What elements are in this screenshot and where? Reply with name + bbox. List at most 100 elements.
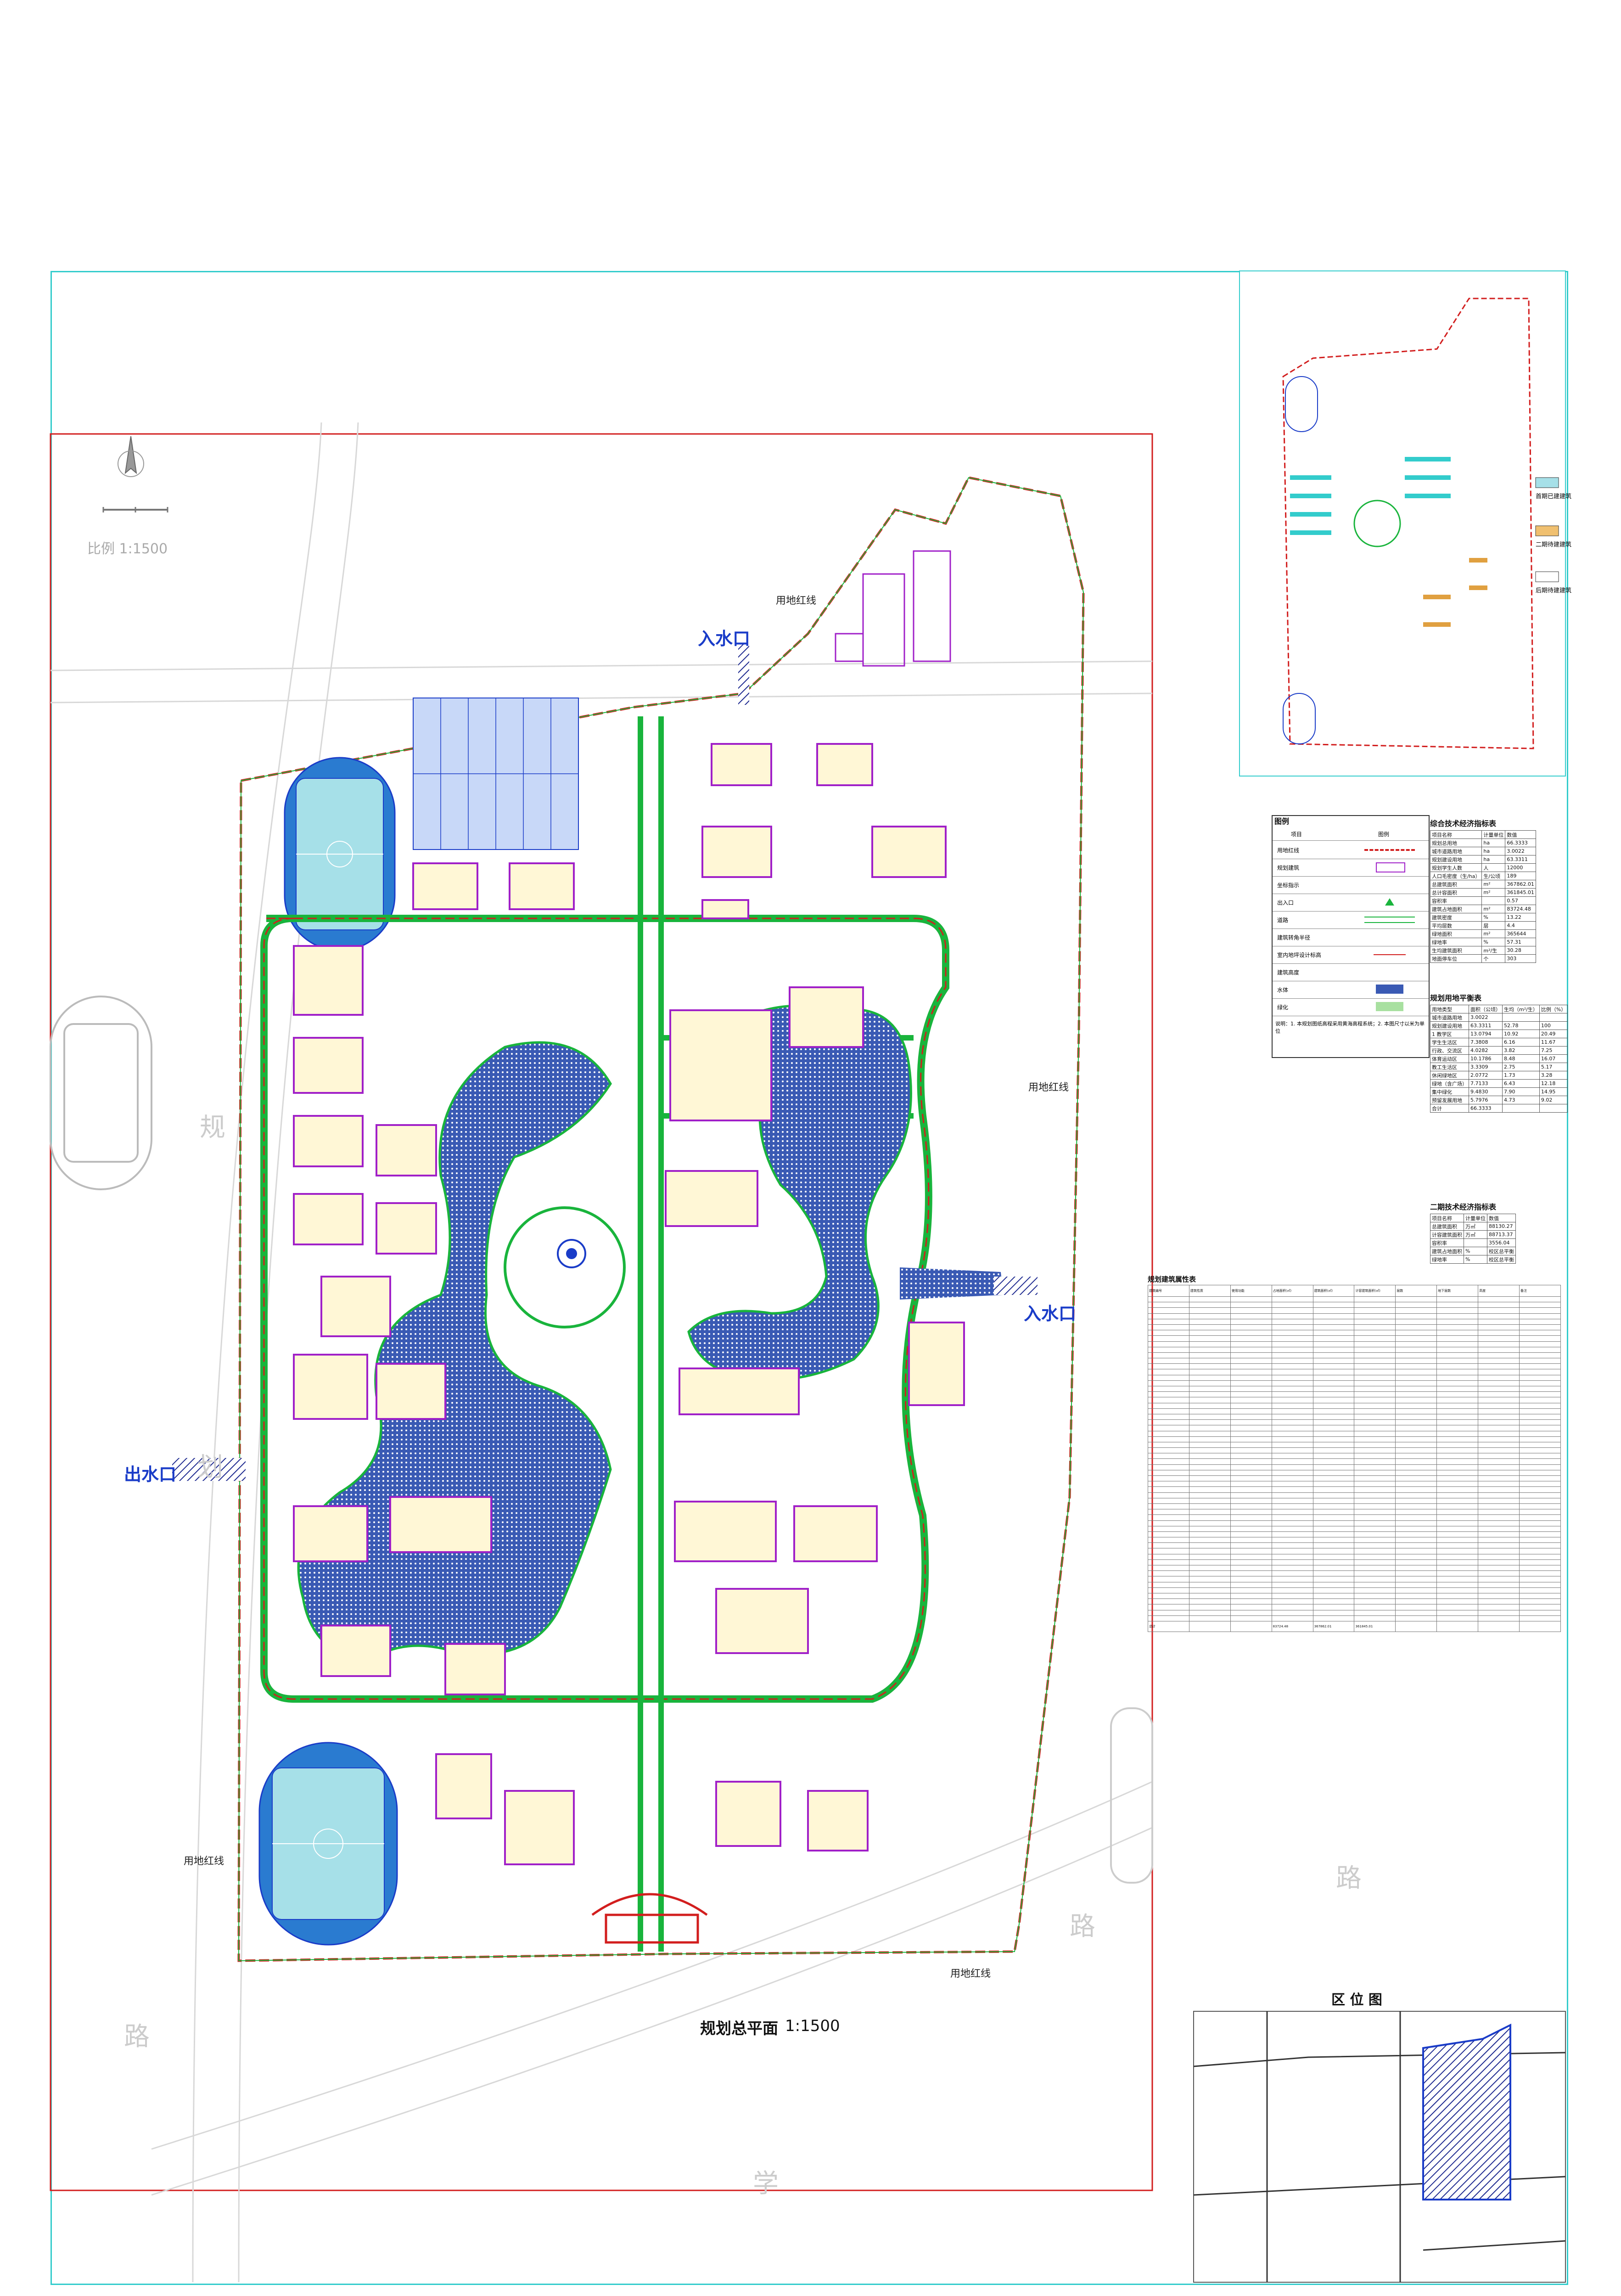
- table-cell: [1148, 1430, 1189, 1437]
- table-cell: [1354, 1481, 1396, 1487]
- table-cell: [1436, 1425, 1479, 1431]
- table-cell: [1313, 1458, 1355, 1465]
- table-cell: [1271, 1581, 1313, 1588]
- table-cell: [1519, 1391, 1561, 1398]
- table-cell: 计量单位: [1464, 1214, 1487, 1222]
- table-cell: [1230, 1363, 1272, 1370]
- legend-row: 用地红线: [1273, 841, 1429, 859]
- table-cell: [1478, 1369, 1520, 1375]
- table-cell: [1436, 1537, 1479, 1543]
- table-row: [1148, 1430, 1561, 1437]
- table-cell: 30.28: [1505, 946, 1536, 955]
- main-gate: [591, 1893, 708, 1944]
- table-cell: [1189, 1469, 1231, 1476]
- table-cell: 万㎡: [1464, 1222, 1487, 1231]
- table-cell: [1148, 1313, 1189, 1319]
- water-out-marker-left: [172, 1458, 246, 1481]
- table-row: [1148, 1363, 1561, 1370]
- table-cell: [1519, 1514, 1561, 1521]
- legend-row-label: 建筑转角半径: [1277, 934, 1311, 941]
- table-cell: 0.57: [1505, 896, 1536, 905]
- table-cell: 总计容面积: [1430, 888, 1482, 897]
- table-cell: 容积率: [1430, 1238, 1464, 1247]
- table-cell: 绿地率: [1430, 1255, 1464, 1264]
- table-cell: [1395, 1352, 1437, 1359]
- table-cell: [1230, 1391, 1272, 1398]
- table-cell: m²: [1481, 888, 1506, 897]
- table-cell: 校区总平衡: [1487, 1247, 1516, 1255]
- table-cell: 13.0794: [1469, 1030, 1503, 1038]
- table-cell: [1519, 1576, 1561, 1582]
- table-cell: [1148, 1369, 1189, 1375]
- table-cell: [1354, 1425, 1396, 1431]
- table-cell: [1271, 1497, 1313, 1504]
- table-cell: [1519, 1358, 1561, 1364]
- table-cell: [1271, 1330, 1313, 1336]
- table-row: [1148, 1330, 1561, 1336]
- legend-head-item: 图例: [1378, 831, 1390, 838]
- table-cell: [1436, 1486, 1479, 1493]
- table-cell: [1148, 1553, 1189, 1560]
- table-cell: [1313, 1447, 1355, 1454]
- table-cell: 57.31: [1505, 938, 1536, 946]
- table-cell: [1313, 1441, 1355, 1448]
- table-cell: [1354, 1475, 1396, 1482]
- table-cell: [1230, 1576, 1272, 1582]
- table-cell: [1189, 1537, 1231, 1543]
- table-cell: [1148, 1609, 1189, 1616]
- table-cell: [1395, 1419, 1437, 1426]
- table-cell: [1519, 1330, 1561, 1336]
- table-cell: [1478, 1391, 1520, 1398]
- table-cell: [1230, 1307, 1272, 1314]
- table-cell: [1436, 1441, 1479, 1448]
- table-cell: 3.28: [1539, 1071, 1568, 1080]
- table-cell: [1354, 1391, 1396, 1398]
- table-cell: [1313, 1609, 1355, 1616]
- table-cell: [1354, 1413, 1396, 1420]
- table-cell: [1313, 1324, 1355, 1331]
- table-cell: [1148, 1447, 1189, 1454]
- table-cell: [1148, 1570, 1189, 1577]
- table-cell: [1313, 1497, 1355, 1504]
- table-cell: 361845.01: [1354, 1621, 1396, 1632]
- table-cell: [1189, 1559, 1231, 1566]
- table-cell: [1271, 1598, 1313, 1605]
- table-cell: [1148, 1335, 1189, 1342]
- table-cell: [1313, 1587, 1355, 1593]
- table-cell: 88713.37: [1487, 1230, 1516, 1239]
- table-cell: [1148, 1469, 1189, 1476]
- table-cell: 休闲绿地区: [1430, 1071, 1469, 1080]
- table-cell: [1189, 1324, 1231, 1331]
- table-cell: [1189, 1453, 1231, 1459]
- red-line-label-left: 用地红线: [184, 1856, 224, 1867]
- table-cell: [1478, 1604, 1520, 1610]
- table-cell: [1189, 1481, 1231, 1487]
- table-cell: [1271, 1486, 1313, 1493]
- table-cell: 容积率: [1430, 896, 1482, 905]
- table-cell: [1189, 1598, 1231, 1605]
- table-cell: [1519, 1402, 1561, 1409]
- table-cell: ha: [1481, 847, 1506, 855]
- table-row: [1148, 1475, 1561, 1482]
- table-cell: [1271, 1346, 1313, 1353]
- table-cell: [1436, 1593, 1479, 1599]
- table-cell: [1148, 1397, 1189, 1403]
- table-cell: [1519, 1593, 1561, 1599]
- table-cell: [1271, 1302, 1313, 1308]
- phase2-row: 绿地率%校区总平衡: [1430, 1255, 1516, 1264]
- table-cell: [1395, 1458, 1437, 1465]
- table-cell: m²/生: [1481, 946, 1506, 955]
- table-cell: [1519, 1397, 1561, 1403]
- table-cell: [1395, 1430, 1437, 1437]
- legend-row: 规划建筑: [1273, 859, 1429, 877]
- table-cell: [1271, 1441, 1313, 1448]
- legend-head: 项目 图例: [1273, 827, 1429, 841]
- table-cell: [1230, 1570, 1272, 1577]
- table-cell: 总建筑面积: [1430, 1222, 1464, 1231]
- table-cell: [1313, 1559, 1355, 1566]
- table-cell: [1271, 1335, 1313, 1342]
